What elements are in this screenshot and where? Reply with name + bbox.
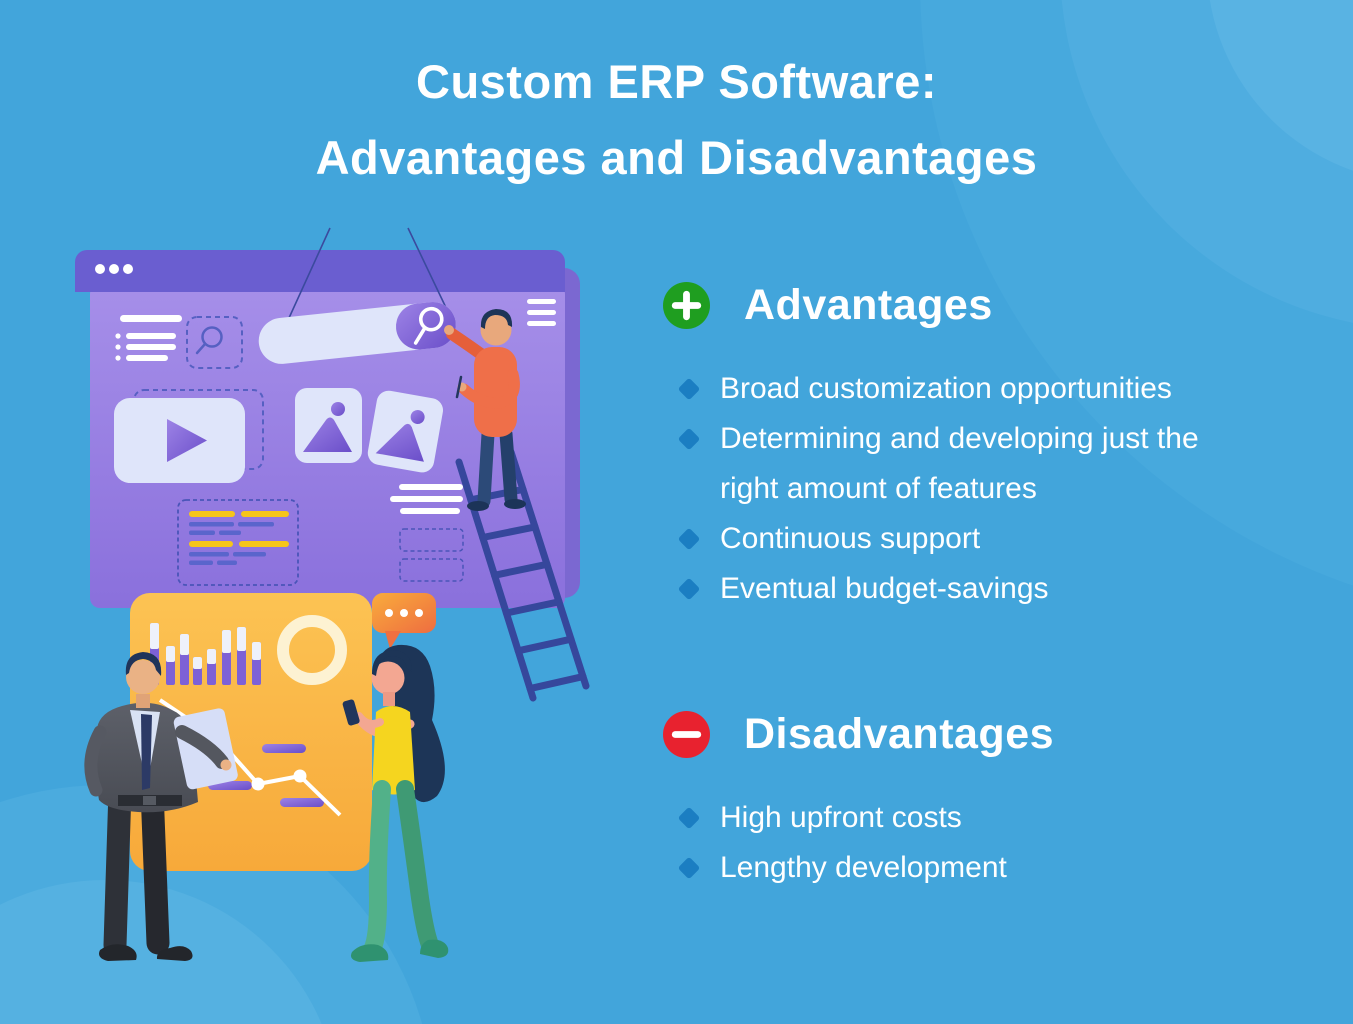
- hanging-strings: [288, 227, 450, 319]
- search-thumbnail-icon: [186, 316, 243, 369]
- advantages-heading: Advantages: [744, 281, 993, 329]
- diamond-bullet-icon: [677, 527, 701, 551]
- minus-icon: [663, 711, 710, 758]
- image-placeholder-icon: [295, 388, 362, 463]
- page-title: Custom ERP Software: Advantages and Disa…: [0, 44, 1353, 196]
- list-item: Broad customization opportunities: [677, 364, 1241, 414]
- list-item: Lengthy development: [677, 843, 1241, 893]
- disadvantages-heading: Disadvantages: [744, 710, 1055, 758]
- magnifier-icon: [413, 306, 444, 345]
- advantages-header: Advantages: [663, 281, 1241, 330]
- search-bar: [258, 302, 456, 364]
- bar-chart: [150, 623, 261, 685]
- menu-lines-icon: [115, 315, 182, 361]
- bullet-text: Determining and developing just the righ…: [720, 422, 1199, 505]
- donut-ring: [277, 615, 347, 685]
- list-item: High upfront costs: [677, 793, 1241, 843]
- text-block: [177, 499, 299, 586]
- list-item: Determining and developing just the righ…: [677, 414, 1241, 514]
- bullet-text: Lengthy development: [720, 851, 1007, 884]
- video-player: [114, 389, 264, 483]
- bullet-text: Continuous support: [720, 522, 981, 555]
- title-line-2: Advantages and Disadvantages: [315, 131, 1038, 184]
- list-item: Eventual budget-savings: [677, 564, 1241, 614]
- browser-body: [90, 284, 565, 608]
- tablet: [173, 708, 238, 790]
- diamond-bullet-icon: [677, 577, 701, 601]
- bullet-text: Broad customization opportunities: [720, 372, 1172, 405]
- ladder: [455, 448, 590, 702]
- disadvantages-list: High upfront costs Lengthy development: [677, 793, 1241, 893]
- disadvantages-header: Disadvantages: [663, 710, 1241, 759]
- window-controls-dots: [95, 264, 133, 274]
- image-placeholder-icon: [367, 390, 444, 473]
- diamond-bullet-icon: [677, 377, 701, 401]
- text-lines: [390, 484, 463, 514]
- disadvantages-section: Disadvantages High upfront costs Lengthy…: [663, 710, 1241, 893]
- speech-bubble: [372, 593, 436, 649]
- bullet-text: Eventual budget-savings: [720, 572, 1049, 605]
- browser-window: [75, 250, 580, 608]
- diamond-bullet-icon: [677, 856, 701, 880]
- advantages-section: Advantages Broad customization opportuni…: [663, 281, 1241, 614]
- placeholder-rows: [399, 528, 464, 582]
- diamond-bullet-icon: [677, 427, 701, 451]
- developer-on-ladder: [444, 309, 526, 511]
- diamond-bullet-icon: [677, 806, 701, 830]
- phone: [342, 699, 360, 726]
- hamburger-menu-icon: [527, 299, 556, 326]
- bullet-text: High upfront costs: [720, 801, 962, 834]
- play-icon: [167, 419, 207, 462]
- list-item: Continuous support: [677, 514, 1241, 564]
- title-line-1: Custom ERP Software:: [416, 55, 937, 108]
- plus-icon: [663, 282, 710, 329]
- browser-header: [75, 250, 565, 292]
- browser-back-page: [98, 268, 580, 598]
- advantages-list: Broad customization opportunities Determ…: [677, 364, 1241, 614]
